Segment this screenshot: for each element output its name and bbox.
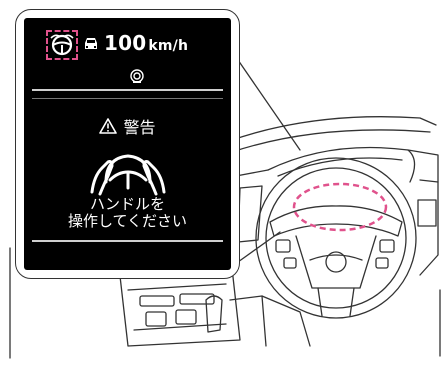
warning-label: 警告 [123,118,156,137]
message-line-1: ハンドルを [89,195,165,213]
preceding-vehicle-icon [85,38,97,49]
callout-leader-bottom [237,231,281,263]
cluster-hood [267,146,416,183]
speed-unit: km/h [148,38,189,54]
center-display [237,185,263,243]
wheel-highlight-ellipse [292,182,388,232]
steering-assist-icon [46,30,78,60]
warning-header: 警告 [24,114,231,138]
separator-thin [32,98,223,99]
steering-wheel-rim [255,157,417,319]
speed-value: 100 [104,31,147,55]
callout-leader-top [237,59,301,151]
message-line-2: 操作してください [67,212,188,230]
hands-on-wheel-icon [90,154,166,196]
warning-message: ハンドルを 操作してください [24,196,231,230]
radar-sensor-icon [130,69,144,83]
separator-top [32,89,223,91]
warning-triangle-icon [99,118,118,134]
wheel-hub [325,251,347,273]
separator-bottom [32,240,223,242]
